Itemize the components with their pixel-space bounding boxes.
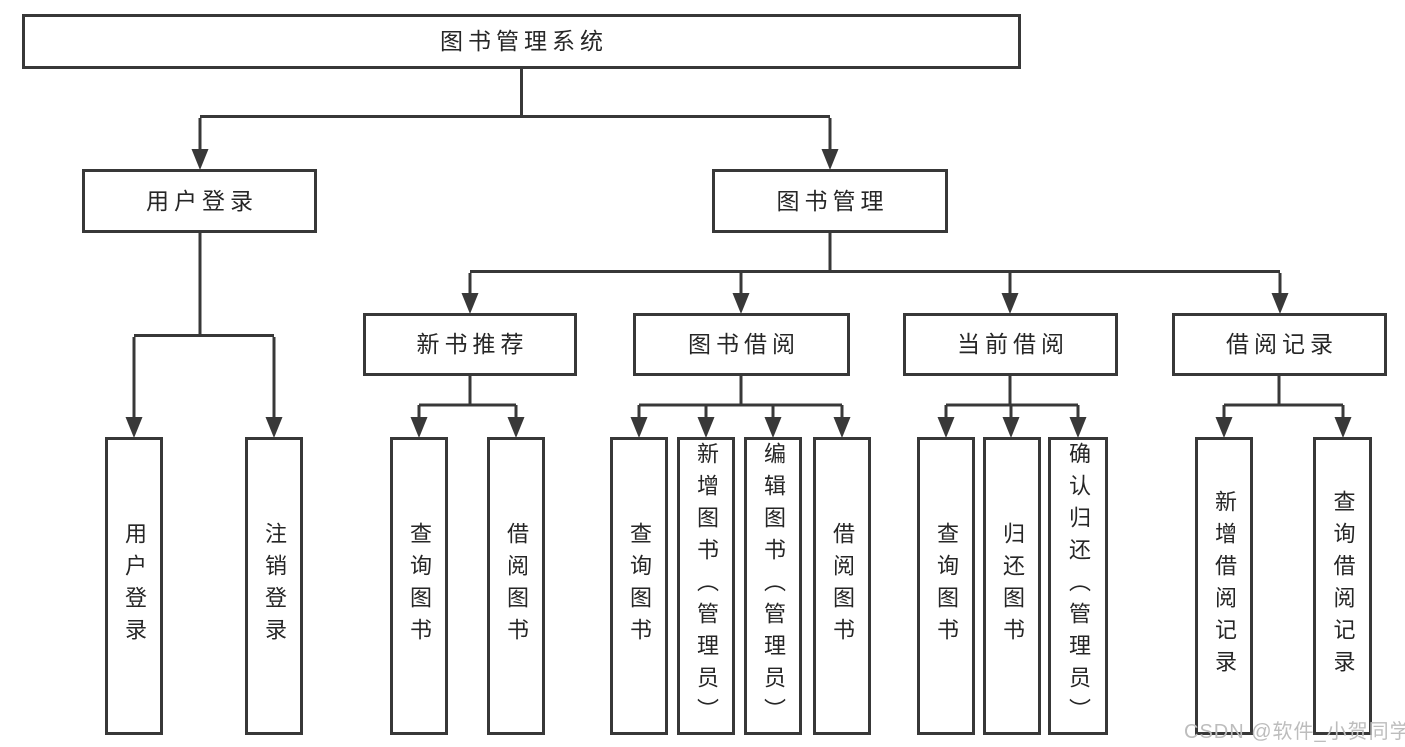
leaf-search-borrow-record: 查询借阅记录 bbox=[1313, 437, 1372, 735]
leaf-return-books: 归还图书 bbox=[983, 437, 1041, 735]
node-book-borrowing: 图书借阅 bbox=[633, 313, 850, 376]
leaf-edit-books-admin: 编辑图书（管理员） bbox=[744, 437, 802, 735]
leaf-logout: 注销登录 bbox=[245, 437, 303, 735]
node-borrowing-records: 借阅记录 bbox=[1172, 313, 1387, 376]
node-new-book-recommendation: 新书推荐 bbox=[363, 313, 577, 376]
node-book-management: 图书管理 bbox=[712, 169, 948, 233]
leaf-borrow-books-recommend: 借阅图书 bbox=[487, 437, 545, 735]
leaf-add-books-admin: 新增图书（管理员） bbox=[677, 437, 735, 735]
leaf-confirm-return-admin: 确认归还（管理员） bbox=[1048, 437, 1108, 735]
leaf-search-books-borrowing: 查询图书 bbox=[610, 437, 668, 735]
leaf-search-books-recommend: 查询图书 bbox=[390, 437, 448, 735]
node-user-login: 用户登录 bbox=[82, 169, 317, 233]
node-library-management-system: 图书管理系统 bbox=[22, 14, 1021, 69]
watermark: CSDN @软件_小贺同学 bbox=[1184, 721, 1405, 743]
leaf-user-login: 用户登录 bbox=[105, 437, 163, 735]
leaf-add-borrow-record: 新增借阅记录 bbox=[1195, 437, 1253, 735]
node-current-borrowing: 当前借阅 bbox=[903, 313, 1118, 376]
leaf-borrow-books: 借阅图书 bbox=[813, 437, 871, 735]
leaf-search-books-current: 查询图书 bbox=[917, 437, 975, 735]
